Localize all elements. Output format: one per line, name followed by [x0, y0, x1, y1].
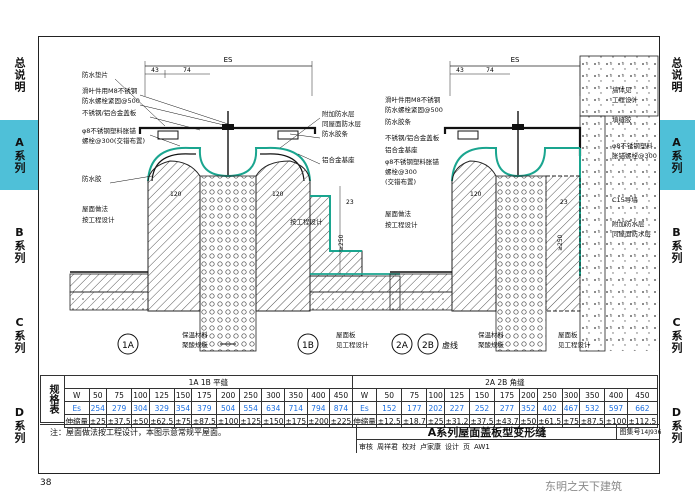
- svg-text:螺栓@300: 螺栓@300: [385, 167, 417, 176]
- svg-text:不锈钢/铝合金盖板: 不锈钢/铝合金盖板: [385, 133, 440, 142]
- left-dim-es: ES: [224, 56, 233, 64]
- svg-text:屋面板: 屋面板: [336, 330, 356, 339]
- marker-1b: 1B: [302, 341, 314, 351]
- svg-text:防水螺栓紧固@500: 防水螺栓紧固@500: [385, 105, 443, 114]
- svg-text:按工程设计: 按工程设计: [290, 217, 323, 226]
- svg-text:74: 74: [486, 67, 494, 74]
- svg-text:≥250: ≥250: [557, 234, 564, 251]
- tab-series-d-right[interactable]: D系列: [670, 406, 683, 444]
- svg-text:23: 23: [560, 199, 568, 206]
- tab-series-b-right[interactable]: B系列: [670, 226, 683, 264]
- tab-series-c-right[interactable]: C系列: [670, 316, 683, 354]
- svg-text:φ8不锈钢塑料胀锚: φ8不锈钢塑料胀锚: [385, 157, 439, 166]
- svg-text:同屋面防水层: 同屋面防水层: [612, 229, 652, 238]
- svg-text:滑叶件用M8不锈钢: 滑叶件用M8不锈钢: [82, 86, 138, 95]
- marker-2b: 2B: [422, 341, 434, 351]
- svg-text:43: 43: [151, 67, 159, 74]
- label: 防水垫片: [82, 70, 108, 79]
- svg-text:屋面板: 屋面板: [558, 330, 578, 339]
- note-text: 注：屋面做法按工程设计，本图示意常规平屋面。: [50, 428, 226, 437]
- watermark: 东明之天下建筑: [545, 480, 622, 493]
- svg-text:滑叶件用M8不锈钢: 滑叶件用M8不锈钢: [385, 95, 441, 104]
- svg-text:工程设计: 工程设计: [612, 95, 639, 104]
- group-left-header: 1A 1B 平缝: [64, 375, 353, 389]
- svg-text:同屋面防水层: 同屋面防水层: [322, 119, 362, 128]
- svg-text:聚酸规板: 聚酸规板: [182, 340, 209, 349]
- svg-text:不锈钢/铝合金盖板: 不锈钢/铝合金盖板: [82, 108, 137, 117]
- svg-text:屋面做法: 屋面做法: [385, 209, 412, 218]
- sidebar-right: 总说明 A系列 B系列 C系列 D系列: [657, 0, 695, 500]
- marker-1a: 1A: [122, 341, 135, 351]
- tab-general-right[interactable]: 总说明: [670, 57, 683, 93]
- svg-text:见工程设计: 见工程设计: [558, 340, 591, 349]
- svg-text:防水胶: 防水胶: [82, 174, 102, 183]
- svg-text:屋面做法: 屋面做法: [82, 204, 109, 213]
- atlas-number: 14J936: [640, 428, 662, 436]
- svg-text:(交错布置): (交错布置): [385, 177, 416, 186]
- marker-2a: 2A: [396, 341, 409, 351]
- tab-series-b-left[interactable]: B系列: [13, 226, 26, 264]
- svg-text:按工程设计: 按工程设计: [82, 215, 115, 224]
- svg-text:≥250: ≥250: [338, 234, 345, 251]
- svg-text:胀锚螺栓@300: 胀锚螺栓@300: [612, 151, 657, 160]
- svg-text:120: 120: [272, 191, 284, 198]
- spec-table-title: 规格表: [40, 375, 64, 423]
- svg-text:见工程设计: 见工程设计: [336, 340, 369, 349]
- svg-text:聚酸规板: 聚酸规板: [478, 340, 505, 349]
- detail-drawing: ES 43 74 23 ≥250: [69, 55, 659, 355]
- svg-text:23: 23: [346, 199, 354, 206]
- svg-text:C15导墙: C15导墙: [612, 195, 638, 204]
- svg-text:墙体见: 墙体见: [612, 85, 632, 94]
- svg-text:φ8不锈钢塑料: φ8不锈钢塑料: [612, 141, 653, 150]
- group-right-header: 2A 2B 角缝: [351, 375, 659, 389]
- title-block: 注：屋面做法按工程设计，本图示意常规平屋面。 A系列屋面盖板型变形缝 图集号 1…: [40, 424, 662, 453]
- svg-text:120: 120: [470, 191, 482, 198]
- drawing-title: A系列屋面盖板型变形缝: [356, 425, 617, 439]
- svg-text:螺栓@300(交错布置): 螺栓@300(交错布置): [82, 136, 145, 145]
- svg-text:43: 43: [456, 67, 464, 74]
- atlas-label: 图集号: [616, 425, 643, 439]
- svg-text:74: 74: [183, 67, 191, 74]
- signature-row: 审核 周祥君 校对 卢家康 设计 页 AW1: [356, 439, 660, 453]
- tab-series-d-left[interactable]: D系列: [13, 406, 26, 444]
- tab-series-a-left[interactable]: A系列: [0, 120, 38, 190]
- svg-text:附加防水层: 附加防水层: [322, 109, 355, 118]
- svg-text:防水螺栓紧固@500: 防水螺栓紧固@500: [82, 96, 140, 105]
- svg-text:φ8不锈钢塑料胀锚: φ8不锈钢塑料胀锚: [82, 126, 136, 135]
- left-detail: ES 43 74 23 ≥250: [69, 56, 401, 355]
- sidebar-left: 总说明 A系列 B系列 C系列 D系列: [0, 0, 38, 500]
- svg-text:120: 120: [170, 191, 182, 198]
- svg-text:防水胶条: 防水胶条: [322, 129, 349, 138]
- svg-text:填缝胶: 填缝胶: [612, 115, 632, 124]
- svg-text:铝合金基座: 铝合金基座: [385, 145, 418, 154]
- svg-text:保温材料: 保温材料: [182, 330, 209, 339]
- page-number: 38: [40, 478, 52, 488]
- svg-text:铝合金基座: 铝合金基座: [322, 155, 355, 164]
- tab-general-left[interactable]: 总说明: [13, 57, 26, 93]
- svg-text:附加防水层: 附加防水层: [612, 219, 645, 228]
- tab-series-c-left[interactable]: C系列: [13, 316, 26, 354]
- svg-text:防水胶条: 防水胶条: [385, 117, 412, 126]
- right-detail: ES 43 74 120 23 ≥250 滑叶件用M8不锈钢: [385, 55, 659, 355]
- svg-text:保温材料: 保温材料: [478, 330, 505, 339]
- svg-text:ES: ES: [511, 56, 520, 64]
- dashed-line-caption: 虚线: [442, 340, 458, 350]
- tab-series-a-right[interactable]: A系列: [657, 120, 695, 190]
- svg-text:按工程设计: 按工程设计: [385, 220, 418, 229]
